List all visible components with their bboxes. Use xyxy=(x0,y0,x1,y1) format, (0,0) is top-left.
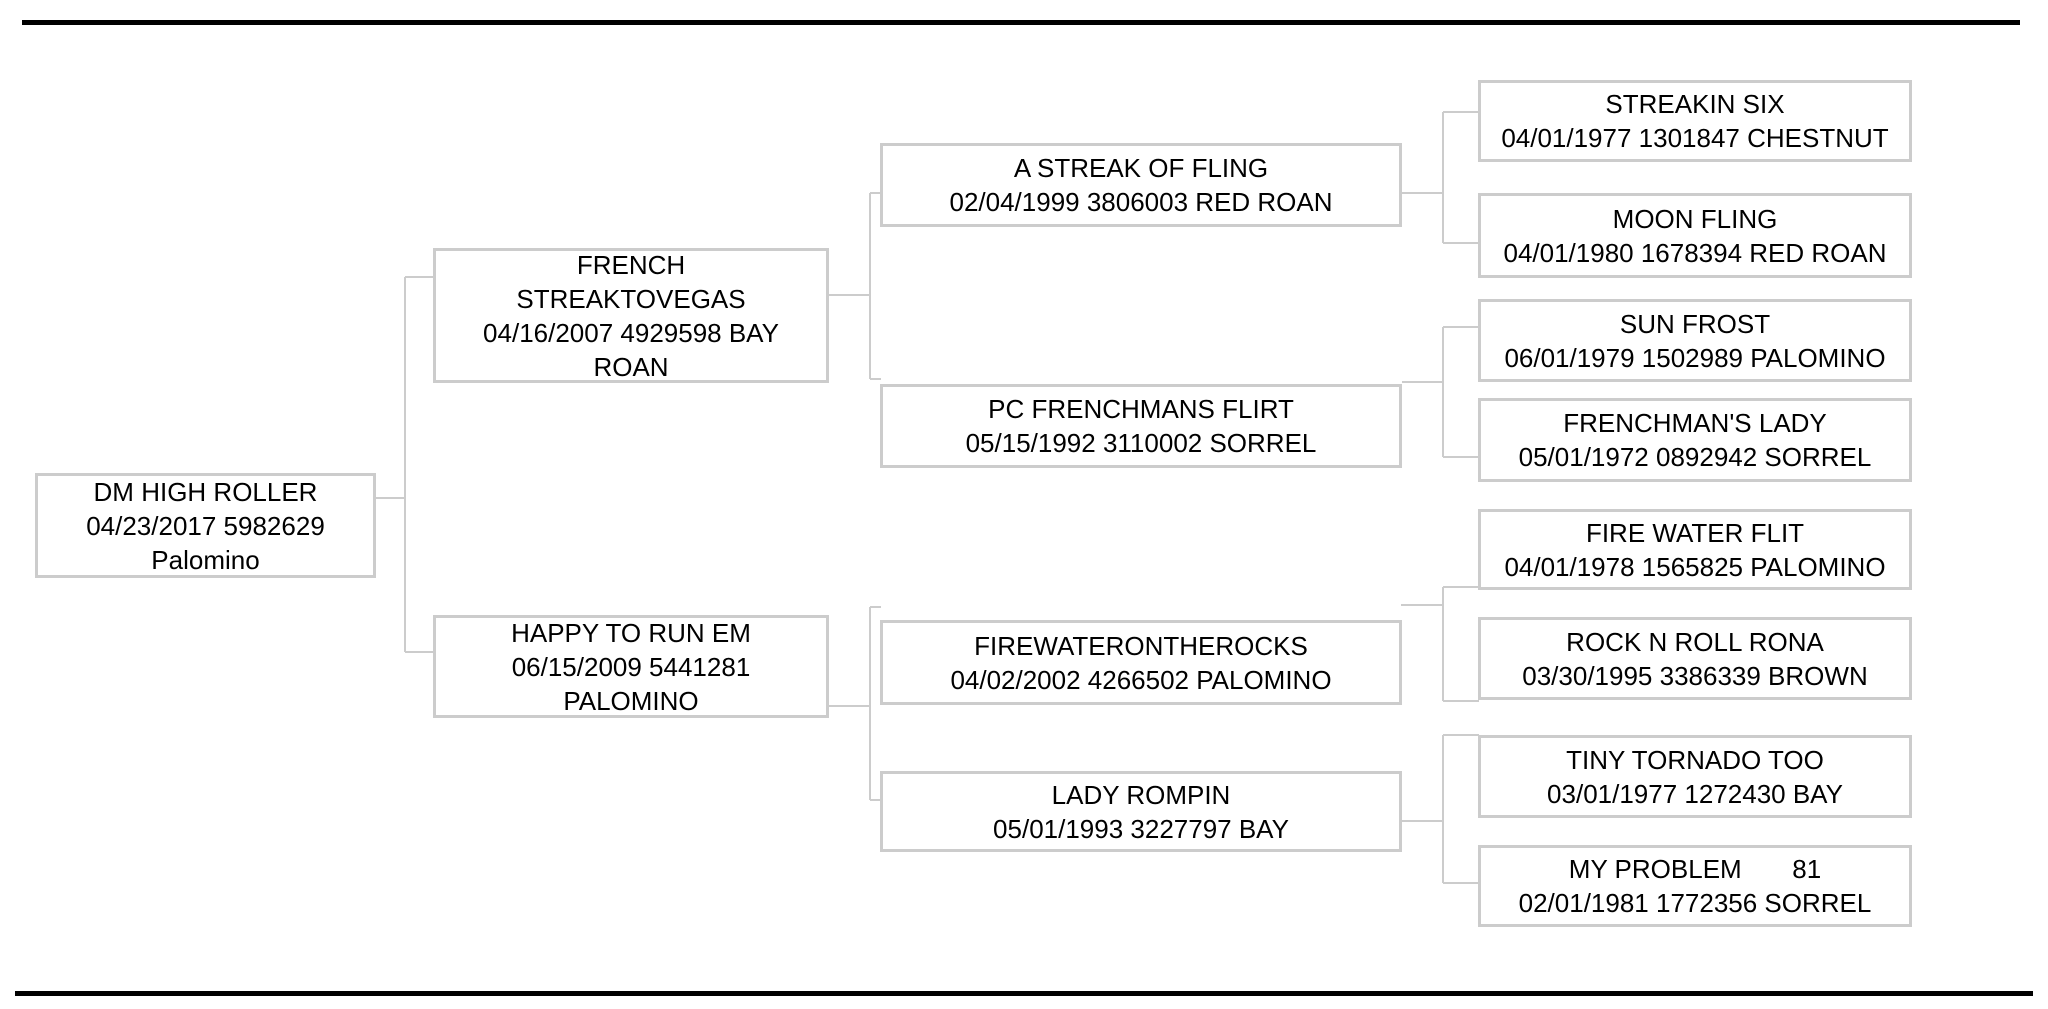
horse-name: FIREWATERONTHEROCKS xyxy=(974,630,1308,661)
pedigree-node-g4-8: MY PROBLEM 81 02/01/1981 1772356 SORREL xyxy=(1478,845,1912,927)
pedigree-node-g4-7: TINY TORNADO TOO 03/01/1977 1272430 BAY xyxy=(1478,735,1912,818)
horse-details: 04/16/2007 4929598 BAY ROAN xyxy=(483,317,779,382)
pedigree-node-dam-dam: LADY ROMPIN 05/01/1993 3227797 BAY xyxy=(880,771,1402,852)
pedigree-node-sire-dam: PC FRENCHMANS FLIRT 05/15/1992 3110002 S… xyxy=(880,384,1402,468)
horse-name: FRENCH STREAKTOVEGAS xyxy=(516,249,746,314)
horse-details: 05/15/1992 3110002 SORREL xyxy=(965,428,1317,458)
top-rule xyxy=(22,20,2020,25)
horse-details: 06/15/2009 5441281 PALOMINO xyxy=(511,651,751,716)
horse-name: PC FRENCHMANS FLIRT xyxy=(988,394,1294,424)
pedigree-node-dam-sire: FIREWATERONTHEROCKS 04/02/2002 4266502 P… xyxy=(880,620,1402,705)
horse-name: TINY TORNADO TOO xyxy=(1566,744,1824,775)
pedigree-node-g4-1: STREAKIN SIX 04/01/1977 1301847 CHESTNUT xyxy=(1478,80,1912,162)
pedigree-node-dam: HAPPY TO RUN EM 06/15/2009 5441281 PALOM… xyxy=(433,615,829,718)
pedigree-node-g4-6: ROCK N ROLL RONA 03/30/1995 3386339 BROW… xyxy=(1478,617,1912,700)
horse-name: STREAKIN SIX xyxy=(1605,89,1785,119)
horse-details: 04/01/1978 1565825 PALOMINO xyxy=(1504,551,1886,582)
pedigree-node-subject: DM HIGH ROLLER 04/23/2017 5982629 Palomi… xyxy=(35,473,376,578)
horse-details: 02/01/1981 1772356 SORREL xyxy=(1518,888,1872,918)
horse-details: 04/23/2017 5982629 Palomino xyxy=(86,510,325,575)
horse-name: SUN FROST xyxy=(1619,308,1771,339)
horse-name: LADY ROMPIN xyxy=(1051,779,1231,810)
pedigree-node-sire-sire: A STREAK OF FLING 02/04/1999 3806003 RED… xyxy=(880,143,1402,227)
horse-name: FIRE WATER FLIT xyxy=(1585,517,1805,548)
horse-name: FRENCHMAN'S LADY xyxy=(1563,408,1827,438)
horse-details: 05/01/1993 3227797 BAY xyxy=(993,813,1289,844)
pedigree-node-g4-4: FRENCHMAN'S LADY 05/01/1972 0892942 SORR… xyxy=(1478,398,1912,482)
horse-name: HAPPY TO RUN EM xyxy=(511,617,751,648)
horse-name: MOON FLING xyxy=(1612,203,1778,234)
horse-details: 03/30/1995 3386339 BROWN xyxy=(1522,660,1868,691)
horse-details: 04/01/1977 1301847 CHESTNUT xyxy=(1501,123,1889,153)
horse-name: MY PROBLEM 81 xyxy=(1568,854,1822,884)
horse-details: 03/01/1977 1272430 BAY xyxy=(1547,778,1843,809)
bottom-rule xyxy=(15,991,2033,996)
horse-name: DM HIGH ROLLER xyxy=(93,476,318,507)
pedigree-node-sire: FRENCH STREAKTOVEGAS 04/16/2007 4929598 … xyxy=(433,248,829,383)
pedigree-node-g4-3: SUN FROST 06/01/1979 1502989 PALOMINO xyxy=(1478,299,1912,382)
pedigree-node-g4-2: MOON FLING 04/01/1980 1678394 RED ROAN xyxy=(1478,193,1912,278)
horse-details: 04/02/2002 4266502 PALOMINO xyxy=(950,664,1332,695)
horse-details: 04/01/1980 1678394 RED ROAN xyxy=(1503,237,1887,268)
horse-name: A STREAK OF FLING xyxy=(1013,153,1269,183)
horse-name: ROCK N ROLL RONA xyxy=(1566,626,1824,657)
pedigree-node-g4-5: FIRE WATER FLIT 04/01/1978 1565825 PALOM… xyxy=(1478,509,1912,590)
horse-details: 02/04/1999 3806003 RED ROAN xyxy=(949,187,1333,217)
horse-details: 05/01/1972 0892942 SORREL xyxy=(1518,442,1872,472)
horse-details: 06/01/1979 1502989 PALOMINO xyxy=(1504,342,1886,373)
